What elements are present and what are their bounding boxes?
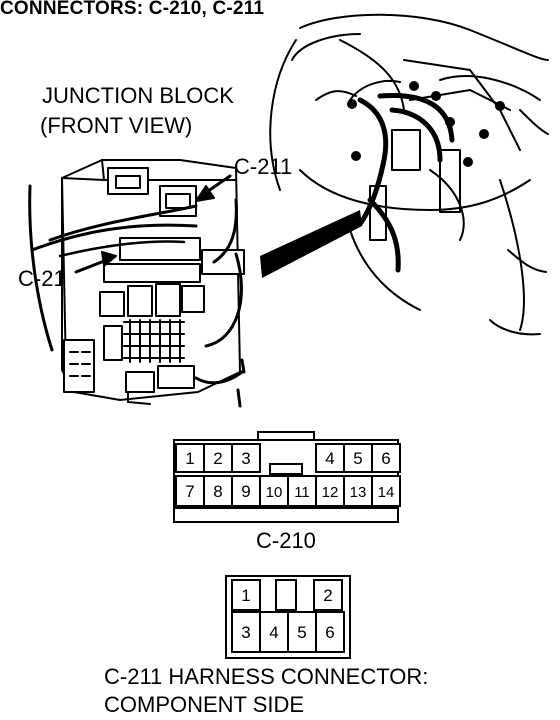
- c210-pin-8-cell: [203, 475, 233, 507]
- c210-caption: C-210: [256, 528, 316, 553]
- c210-lock-tab: [269, 463, 303, 475]
- c210-pin-13-label: 13: [350, 484, 367, 501]
- c211-caption-subtitle: COMPONENT SIDE: [104, 692, 305, 717]
- c210-pin-11-cell: [287, 475, 317, 507]
- c210-pin-14-label: 14: [378, 484, 395, 501]
- c210-pin-14-cell: [371, 475, 401, 507]
- c210-pin-4-cell: [315, 443, 345, 473]
- c211-pin-1-cell: [231, 579, 261, 611]
- c210-pin-12-label: 12: [322, 484, 339, 501]
- c211-pin-5-label: 5: [297, 623, 306, 642]
- c210-pin-1-label: 1: [185, 449, 194, 468]
- c211-pin-4-label: 4: [269, 623, 278, 642]
- c211-pin-6-cell: [315, 611, 345, 653]
- c210-pin-4-label: 4: [325, 449, 334, 468]
- c210-pin-10-cell: [259, 475, 289, 507]
- c210-pin-7-label: 7: [185, 482, 194, 501]
- c210-pin-1-cell: [175, 443, 205, 473]
- c210-pin-2-label: 2: [213, 449, 222, 468]
- c210-pin-12-cell: [315, 475, 345, 507]
- c210-pin-5-label: 5: [353, 449, 362, 468]
- c210-pin-3-cell: [231, 443, 261, 473]
- c211-caption-title: C-211 HARNESS CONNECTOR:: [104, 664, 429, 689]
- c211-pin-4-cell: [259, 611, 289, 653]
- c211-pin-3-label: 3: [241, 623, 250, 642]
- c210-pin-9-label: 9: [241, 482, 250, 501]
- c211-pin-2-cell: [313, 579, 343, 611]
- c210-pin-10-label: 10: [266, 484, 283, 501]
- c210-pin-3-label: 3: [241, 449, 250, 468]
- junction-block-view-label: (FRONT VIEW): [40, 113, 193, 138]
- c211-pin-6-label: 6: [325, 623, 334, 642]
- callout-c211-label: C-211: [234, 154, 293, 179]
- c210-pin-6-cell: [371, 443, 401, 473]
- c210-pin-9-cell: [231, 475, 261, 507]
- c211-pin-3-cell: [231, 611, 261, 653]
- c210-pin-8-label: 8: [213, 482, 222, 501]
- diagram-title: CONNECTORS: C-210, C-211: [0, 0, 265, 19]
- c210-pin-11-label: 11: [294, 484, 310, 501]
- junction-block-illustration: [28, 13, 549, 408]
- c211-key-slot-cell: [275, 579, 297, 611]
- c211-pin-2-label: 2: [323, 586, 332, 605]
- junction-block-label: JUNCTION BLOCK: [42, 83, 234, 108]
- c211-pin-1-label: 1: [241, 586, 250, 605]
- c210-pin-5-cell: [343, 443, 373, 473]
- c210-pin-7-cell: [175, 475, 205, 507]
- c210-pin-6-label: 6: [381, 449, 390, 468]
